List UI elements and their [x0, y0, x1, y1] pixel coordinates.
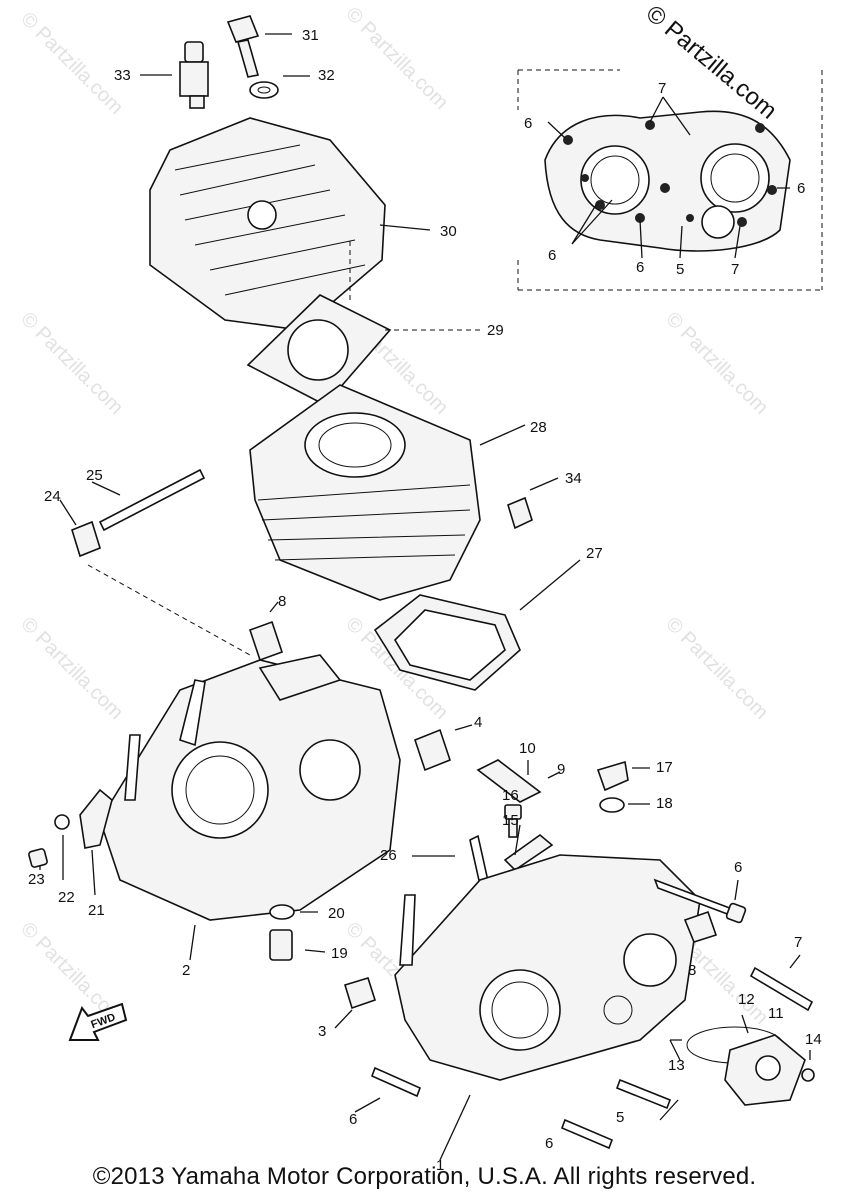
inset-crankcase-view: 6 7 6 6 6 5 7	[517, 69, 823, 291]
shaft-9	[476, 759, 561, 803]
callout: 7	[658, 80, 666, 97]
forward-arrow-icon: FWD	[68, 1002, 128, 1041]
callout: 24	[44, 488, 61, 505]
callout: 27	[586, 545, 603, 562]
callout: 31	[302, 27, 319, 44]
callout: 6	[349, 1111, 357, 1128]
callout: 6	[636, 259, 644, 276]
plate-15	[503, 824, 554, 872]
callout: 8	[688, 962, 696, 979]
callout: 11	[768, 1005, 784, 1022]
left-small-parts	[28, 788, 113, 896]
cylinder-head	[149, 117, 431, 331]
callout: 34	[565, 470, 582, 487]
callout: 14	[805, 1031, 822, 1048]
callout: 33	[114, 67, 131, 84]
callout: 6	[797, 180, 805, 197]
base-gasket	[373, 559, 581, 691]
water-pump-cover	[669, 1014, 815, 1106]
head-gasket	[246, 240, 480, 407]
callout-labels: 31 32 33 30 29 28 34 25 24 27 8 4 10 9 1…	[28, 27, 822, 1174]
watermark: © Partzilla.com	[661, 308, 772, 419]
callout: 7	[731, 261, 739, 278]
watermark: © Partzilla.com	[16, 613, 127, 724]
callout: 4	[474, 714, 482, 731]
callout: 21	[88, 902, 105, 919]
callout: 1	[436, 1157, 444, 1174]
callout: 32	[318, 67, 335, 84]
callout: 22	[58, 889, 75, 906]
crankcase-right	[394, 854, 701, 1161]
cylinder	[249, 384, 526, 601]
callout: 6	[545, 1135, 553, 1152]
callout: 13	[668, 1057, 685, 1074]
dowel-bushing	[507, 477, 559, 530]
watermark: © Partzilla.com	[16, 308, 127, 419]
watermark: © Partzilla.com	[661, 613, 772, 724]
drain-plug	[596, 760, 650, 813]
callout: 3	[318, 1023, 326, 1040]
callout: 23	[28, 871, 45, 888]
callout: 15	[502, 812, 519, 829]
head-bolt	[226, 15, 310, 99]
watermark: © Partzilla.com	[341, 3, 452, 114]
callout: 30	[440, 223, 457, 240]
callout: 10	[519, 740, 536, 757]
callout: 9	[557, 761, 565, 778]
callout: 29	[487, 322, 504, 339]
callout: 2	[182, 962, 190, 979]
bolts-right	[354, 878, 814, 1150]
callout: 26	[380, 847, 397, 864]
callout: 8	[278, 593, 286, 610]
callout: 18	[656, 795, 673, 812]
crankcase-left	[99, 654, 401, 961]
callout: 17	[656, 759, 673, 776]
callout: 25	[86, 467, 103, 484]
callout: 5	[676, 261, 684, 278]
dowel-4	[414, 724, 473, 772]
callout: 12	[738, 991, 755, 1008]
oil-pipe	[59, 468, 251, 656]
callout: 6	[548, 247, 556, 264]
callout: 6	[734, 859, 742, 876]
callout: 6	[524, 115, 532, 132]
dowel-3	[334, 977, 376, 1029]
callout: 16	[502, 787, 519, 804]
dowel-8	[248, 601, 284, 662]
oil-bolt	[269, 904, 326, 961]
callout: 28	[530, 419, 547, 436]
watermark: © Partzilla.com	[16, 8, 127, 119]
callout: 19	[331, 945, 348, 962]
callout: 7	[794, 934, 802, 951]
bolt-16	[504, 804, 522, 838]
spark-plug	[140, 41, 209, 109]
callout: 20	[328, 905, 345, 922]
copyright-text: ©2013 Yamaha Motor Corporation, U.S.A. A…	[92, 1163, 757, 1190]
callout: 5	[616, 1109, 624, 1126]
